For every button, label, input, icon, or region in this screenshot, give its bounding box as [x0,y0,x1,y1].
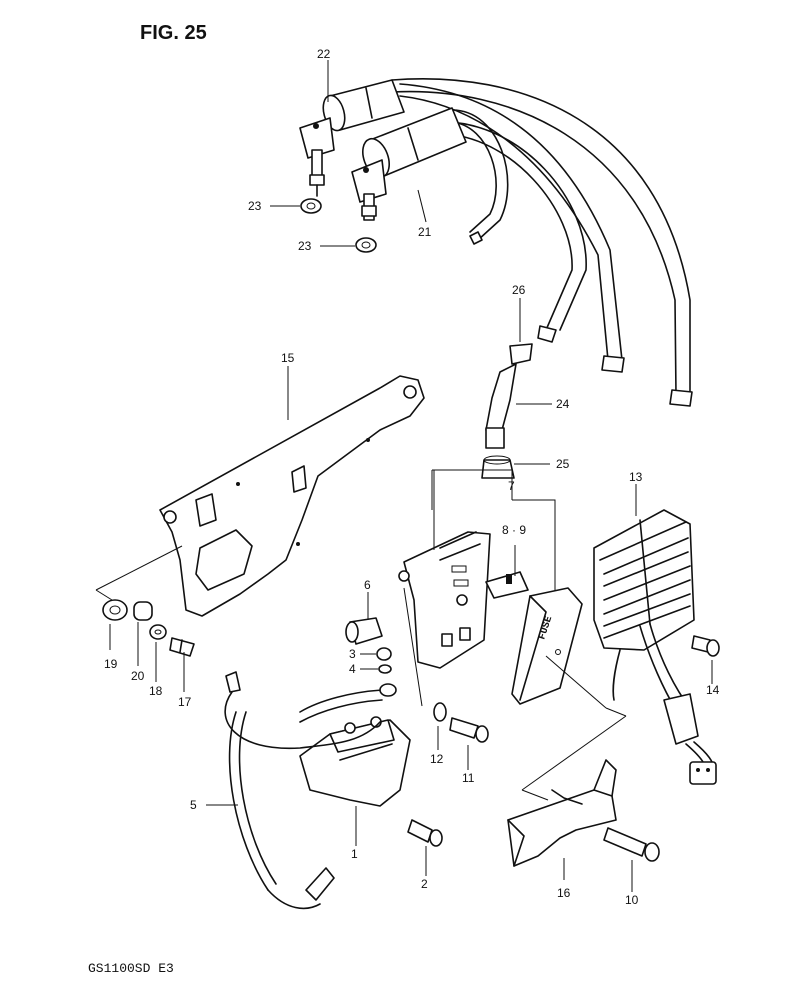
grommet-19 [102,599,128,621]
callout-6: 6 [364,578,371,592]
terminal-cap-6 [345,617,383,645]
bracket-16 [507,759,617,867]
fuse-8-9 [485,571,529,599]
callout-25: 25 [556,457,570,471]
washer-12 [433,702,447,722]
fuse-box [398,531,491,669]
callout-26: 26 [512,283,526,297]
model-code: GS1100SD E3 [88,961,174,976]
callout-7: 7 [508,479,515,493]
washer-18 [149,624,167,640]
callout-8-9: 8 · 9 [502,523,526,537]
callout-1: 1 [351,847,358,861]
callout-11: 11 [462,771,475,785]
screw-2 [407,819,443,847]
leader-lines [95,60,713,892]
ignition-coil-lower [351,107,467,221]
ignition-wires [391,78,693,407]
callout-10: 10 [625,893,639,907]
nut-3 [376,647,392,661]
fuse-box-cover: FUSE [511,587,583,705]
relay-cable-5 [224,671,397,910]
callout-23-lower: 23 [298,239,312,253]
callout-12: 12 [430,752,444,766]
callout-2: 2 [421,877,428,891]
nut-23-lower [355,237,377,253]
bracket-15 [159,375,425,617]
callout-24: 24 [556,397,570,411]
ignition-coil-upper [299,79,405,197]
washer-4 [378,664,392,674]
screw-11 [449,717,489,743]
callout-4: 4 [349,662,356,676]
starter-relay [299,716,411,807]
regulator-rectifier [593,509,717,785]
callout-5: 5 [190,798,197,812]
screw-10 [603,827,660,862]
callout-15: 15 [281,351,295,365]
callout-20: 20 [131,669,145,683]
spark-plug-cap [485,343,533,449]
callout-23-upper: 23 [248,199,262,213]
figure-title: FIG. 25 [140,22,207,44]
callout-17: 17 [178,695,192,709]
bolt-17 [169,637,195,657]
callout-labels: 22 23 23 21 26 24 25 15 7 8 · 9 13 6 3 4… [104,47,720,907]
callout-21: 21 [418,225,432,239]
callout-16: 16 [557,886,571,900]
cap-boot-25 [481,455,515,479]
callout-18: 18 [149,684,163,698]
screw-14 [691,635,720,657]
callout-19: 19 [104,657,118,671]
callout-22: 22 [317,47,331,61]
spacer-20 [133,601,153,621]
callout-13: 13 [629,470,643,484]
callout-3: 3 [349,647,356,661]
callout-14: 14 [706,683,720,697]
nut-23-upper [300,198,322,214]
